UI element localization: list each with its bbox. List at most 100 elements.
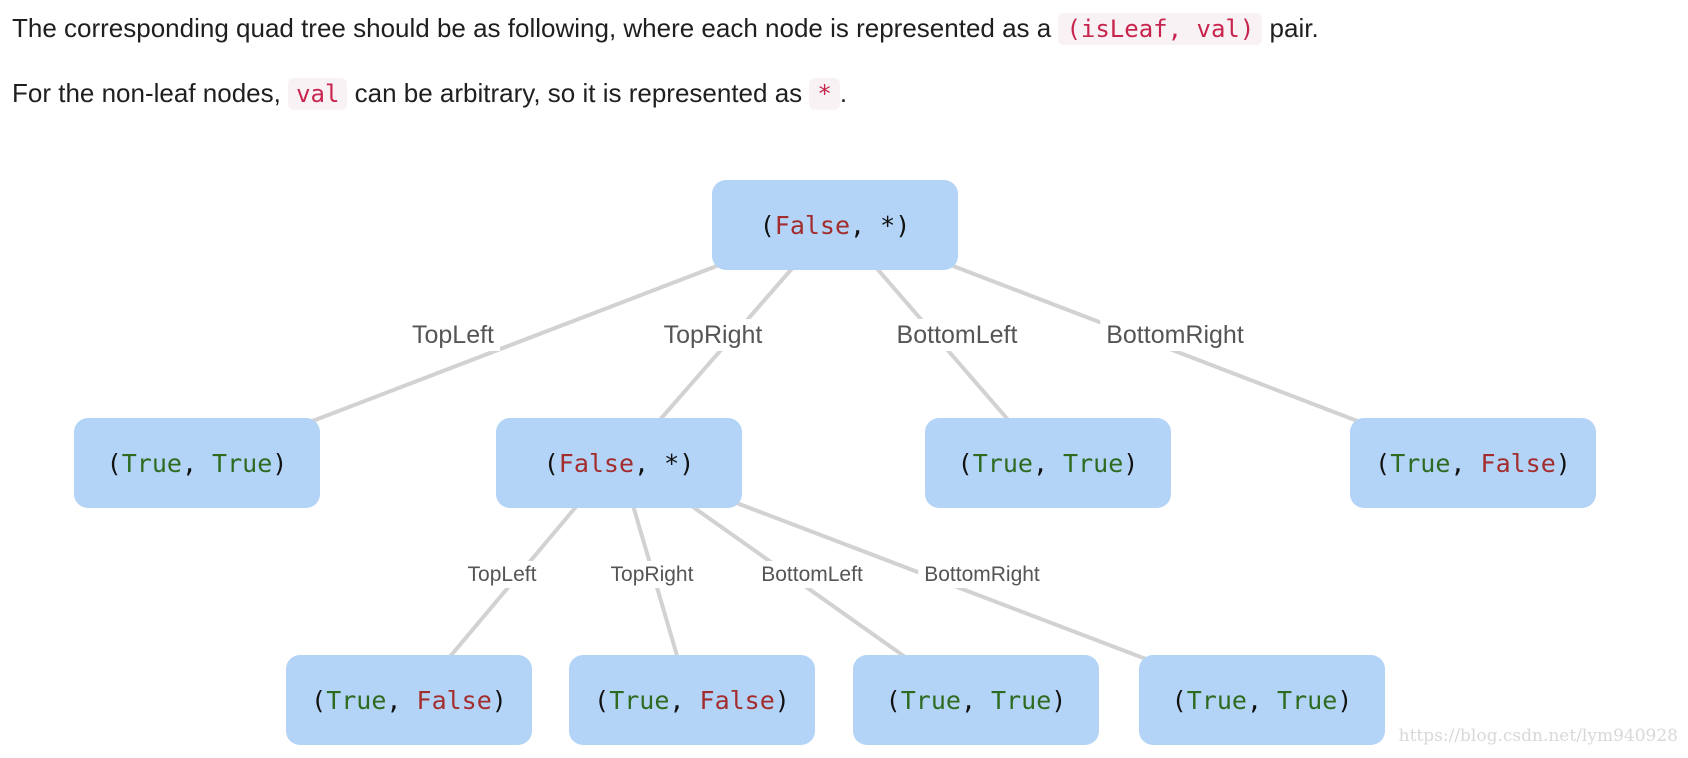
node-label-part: True — [1390, 449, 1450, 478]
edge-label: BottomRight — [1106, 321, 1244, 349]
node-label: (True, True) — [886, 686, 1067, 715]
node-label: (False, *) — [760, 211, 911, 240]
node-box — [74, 418, 320, 508]
node-box — [712, 180, 958, 270]
tree-node-tl: (True, True) — [74, 418, 320, 508]
node-label-part: ( — [544, 449, 559, 478]
node-label-part: True — [973, 449, 1033, 478]
node-label-part: , — [182, 449, 212, 478]
edge-label-background — [918, 561, 1046, 588]
node-label-part: False — [700, 686, 775, 715]
edge-label: TopRight — [611, 563, 694, 586]
node-label-part: True — [1063, 449, 1123, 478]
node-label-part: ( — [311, 686, 326, 715]
node-label: (True, False) — [311, 686, 507, 715]
node-label-part: , — [1033, 449, 1063, 478]
tree-node-tr-bl: (True, True) — [853, 655, 1099, 745]
node-box — [1139, 655, 1385, 745]
node-label-part: ( — [886, 686, 901, 715]
tree-node-tr: (False, *) — [496, 418, 742, 508]
node-label: (True, True) — [107, 449, 288, 478]
watermark: https://blog.csdn.net/lym940928 — [1398, 726, 1678, 746]
node-box — [1350, 418, 1596, 508]
edge-label-background — [657, 319, 769, 351]
node-label-part: ) — [492, 686, 507, 715]
node-label: (True, False) — [1375, 449, 1571, 478]
inline-code-isleaf-val: (isLeaf, val) — [1058, 13, 1263, 45]
edge-label: TopLeft — [412, 321, 494, 349]
intro-text: For the non-leaf nodes, — [12, 78, 289, 108]
node-label-part: ) — [1051, 686, 1066, 715]
tree-node-tr-tl: (True, False) — [286, 655, 532, 745]
edge-label: BottomLeft — [761, 563, 863, 586]
tree-node-bl: (True, True) — [925, 418, 1171, 508]
edge-label-background — [461, 561, 543, 588]
node-label-part: ) — [1337, 686, 1352, 715]
node-label-part: , — [1247, 686, 1277, 715]
edge-label: TopRight — [664, 321, 763, 349]
edge-label: BottomLeft — [897, 321, 1018, 349]
node-label-part: True — [122, 449, 182, 478]
node-label-part: True — [991, 686, 1051, 715]
tree-node-root: (False, *) — [712, 180, 958, 270]
node-label-part: ( — [760, 211, 775, 240]
node-label-part: * — [880, 211, 895, 240]
node-box — [569, 655, 815, 745]
node-label: (True, True) — [1172, 686, 1353, 715]
node-label-part: True — [1187, 686, 1247, 715]
edge-label-background — [405, 319, 501, 351]
node-label-part: ) — [679, 449, 694, 478]
node-label-part: , — [634, 449, 664, 478]
node-label-part: , — [850, 211, 880, 240]
inline-code-asterisk: * — [809, 78, 840, 110]
intro-line-2: For the non-leaf nodes, val can be arbit… — [12, 75, 847, 112]
node-label-part: ( — [1375, 449, 1390, 478]
intro-text: pair. — [1262, 13, 1319, 43]
edge-label-background — [604, 561, 700, 588]
inline-code-val: val — [288, 78, 348, 110]
node-label-part: ) — [895, 211, 910, 240]
node-label-part: True — [212, 449, 272, 478]
node-label-part: False — [775, 211, 850, 240]
node-box — [496, 418, 742, 508]
node-label-part: ( — [1172, 686, 1187, 715]
node-label-part: True — [1277, 686, 1337, 715]
intro-text: The corresponding quad tree should be as… — [12, 13, 1059, 43]
tree-node-tr-tr: (True, False) — [569, 655, 815, 745]
intro-text: . — [839, 78, 848, 108]
node-label-part: False — [559, 449, 634, 478]
node-label: (False, *) — [544, 449, 695, 478]
intro-line-1: The corresponding quad tree should be as… — [12, 10, 1319, 47]
node-label-part: True — [609, 686, 669, 715]
node-label-part: ) — [1556, 449, 1571, 478]
edge-label-background — [1100, 319, 1250, 351]
node-label-part: , — [386, 686, 416, 715]
node-label-part: ) — [775, 686, 790, 715]
node-label-part: ) — [1123, 449, 1138, 478]
intro-text: can be arbitrary, so it is represented a… — [347, 78, 810, 108]
node-label-part: ( — [594, 686, 609, 715]
edge-label-background — [890, 319, 1024, 351]
node-label-part: ( — [107, 449, 122, 478]
node-label: (True, True) — [958, 449, 1139, 478]
nodes-layer: (False, *)(True, True)(False, *)(True, T… — [74, 180, 1596, 745]
node-label-part: False — [1481, 449, 1556, 478]
edge-label: TopLeft — [468, 563, 537, 586]
tree-edge — [309, 262, 723, 424]
node-label-part: , — [1450, 449, 1480, 478]
node-box — [925, 418, 1171, 508]
node-label: (True, False) — [594, 686, 790, 715]
node-box — [286, 655, 532, 745]
node-label-part: False — [417, 686, 492, 715]
node-label-part: ) — [272, 449, 287, 478]
node-label-part: , — [961, 686, 991, 715]
node-label-part: , — [669, 686, 699, 715]
node-label-part: True — [326, 686, 386, 715]
edge-label-background — [755, 561, 869, 588]
node-label-part: True — [901, 686, 961, 715]
node-label-part: ( — [958, 449, 973, 478]
tree-node-br: (True, False) — [1350, 418, 1596, 508]
node-box — [853, 655, 1099, 745]
